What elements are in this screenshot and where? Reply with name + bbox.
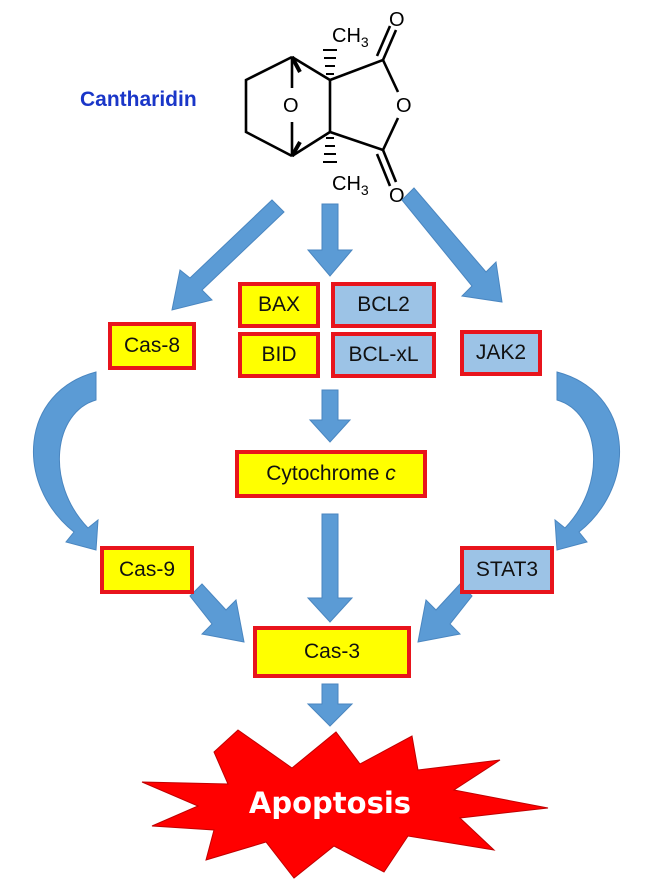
structure-labels: CH3 CH3 O O O O [283,9,412,207]
node-cas9: Cas-9 [100,546,194,594]
curved-arrow-cas8-to-cas9 [32,371,99,551]
node-bcl2: BCL2 [331,282,436,328]
bridge-oxygen-label: O [283,95,299,117]
curved-arrow-jak2-to-stat3 [554,371,621,551]
node-bclxl: BCL-xL [331,332,436,378]
arrow-to-cytochrome [308,389,352,443]
arrow-to-jak2 [401,187,503,303]
arrow-cas3-to-apoptosis [306,683,354,727]
arrow-cas9-to-cas3 [189,583,245,643]
cytochrome-italic-c: c [385,462,396,485]
arrow-to-bax-bcl2 [306,203,354,277]
node-bid: BID [238,332,320,378]
methyl-top-label: CH3 [332,25,369,50]
ring-oxygen-label: O [396,95,412,117]
node-cas3: Cas-3 [253,626,411,678]
carbonyl-top-label: O [389,9,405,31]
methyl-bottom-label: CH3 [332,173,369,198]
node-cas8: Cas-8 [108,322,196,370]
carbonyl-bottom-label: O [389,185,405,207]
node-jak2: JAK2 [460,330,542,376]
arrow-cytochrome-to-cas3 [306,513,354,623]
node-stat3: STAT3 [460,546,554,594]
cantharidin-structure [244,25,400,187]
cantharidin-label: Cantharidin [80,88,197,111]
arrow-to-cas8 [171,199,285,311]
cytochrome-label: Cytochrome [266,462,380,485]
node-cytochrome-c: Cytochrome c [235,450,427,498]
node-bax: BAX [238,282,320,328]
apoptosis-label: Apoptosis [248,786,412,820]
arrow-stat3-to-cas3 [417,583,473,643]
apoptosis-burst [141,729,549,879]
